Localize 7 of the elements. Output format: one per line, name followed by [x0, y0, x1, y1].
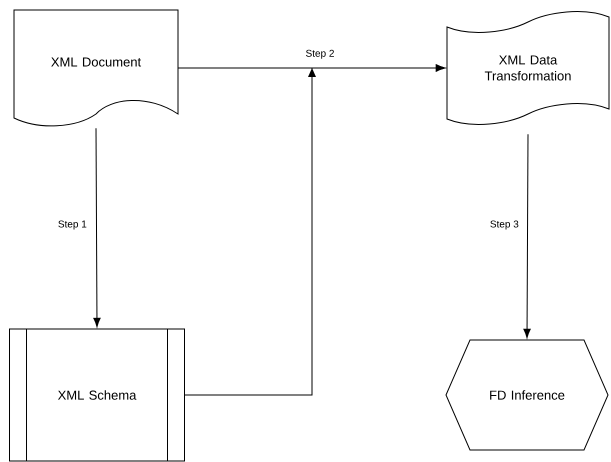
arrow — [93, 128, 101, 328]
edge-label: Step 3 — [490, 220, 518, 230]
arrow — [523, 134, 531, 338]
arrow — [184, 64, 446, 396]
subprocess-box: XML Schema — [9, 328, 185, 462]
edge-label: Step 2 — [306, 50, 334, 59]
edge-label: Step 1 — [58, 220, 86, 230]
